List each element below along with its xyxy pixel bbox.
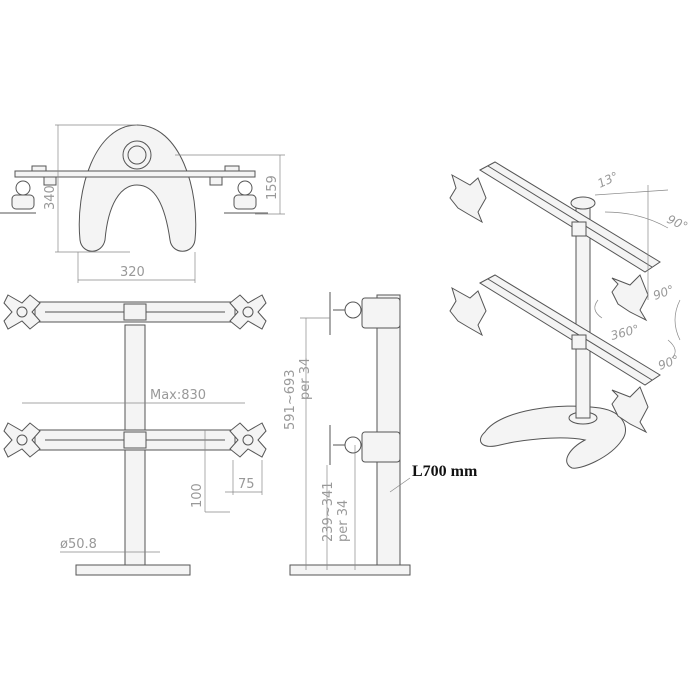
width-dimension: 320 — [120, 265, 145, 280]
iso-lower-arm — [449, 274, 661, 434]
iso-upper-arm — [449, 161, 661, 322]
side-base — [289, 564, 411, 576]
vesa-plate-upper-right — [229, 294, 267, 330]
depth-dimension: 340 — [43, 185, 58, 210]
front-base — [75, 564, 191, 576]
vesa-plate-lower-right — [229, 422, 267, 458]
knob-left — [43, 176, 57, 186]
clamp-left — [0, 180, 36, 214]
pivot-angle: 90° — [656, 352, 681, 372]
iso-vesa-upper-left — [449, 173, 487, 224]
side-view: 591~693 per 34 239~341 per 34 L700 mm — [283, 292, 478, 576]
tilt-up-angle: 13° — [595, 169, 620, 191]
max-width-dimension: Max:830 — [150, 388, 206, 403]
upper-height-range: 591~693 — [283, 369, 298, 430]
isometric-view: 13° 90° 90° 360° 90° — [449, 161, 690, 469]
side-upper-clamp — [329, 292, 401, 335]
vesa-plate-upper-left — [3, 294, 41, 330]
pole-length-callout: L700 mm — [412, 463, 478, 480]
vesa-plate-lower-left — [3, 422, 41, 458]
vesa-horizontal-dimension: 75 — [238, 477, 255, 492]
iso-vesa-upper-right — [611, 274, 649, 322]
base-u-shape — [78, 124, 197, 252]
height-dimension: 159 — [265, 175, 280, 200]
side-lower-clamp — [329, 425, 401, 465]
lower-height-step: per 34 — [336, 500, 351, 542]
upper-height-step: per 34 — [298, 358, 313, 400]
iso-base — [480, 405, 626, 469]
upper-arm — [3, 294, 267, 330]
top-view: 340 159 320 — [0, 124, 285, 283]
tilt-down-angle: 90° — [665, 212, 690, 234]
swivel-angle: 90° — [651, 282, 676, 302]
side-pole — [376, 294, 401, 566]
pole-top-circle — [122, 140, 152, 170]
rotate-angle: 360° — [609, 322, 641, 343]
bar-cap-left — [31, 165, 47, 172]
knob-right — [209, 176, 223, 186]
front-view: Max:830 100 75 ø50.8 — [3, 294, 267, 576]
pole-diameter-dimension: ø50.8 — [60, 537, 97, 552]
iso-vesa-lower-left — [449, 286, 487, 337]
lower-height-range: 239~341 — [321, 481, 336, 542]
bar-cap-right — [224, 165, 240, 172]
rotate-arrow-icon — [594, 299, 603, 319]
top-crossbar — [14, 170, 256, 178]
pole-inner-circle — [127, 145, 147, 165]
pivot-arrow-icon — [667, 339, 676, 359]
lower-arm — [3, 422, 267, 458]
iso-vesa-lower-right — [611, 386, 649, 434]
clamp-right — [224, 180, 268, 214]
vesa-vertical-dimension: 100 — [190, 483, 205, 508]
swivel-arrow-icon — [674, 299, 681, 341]
